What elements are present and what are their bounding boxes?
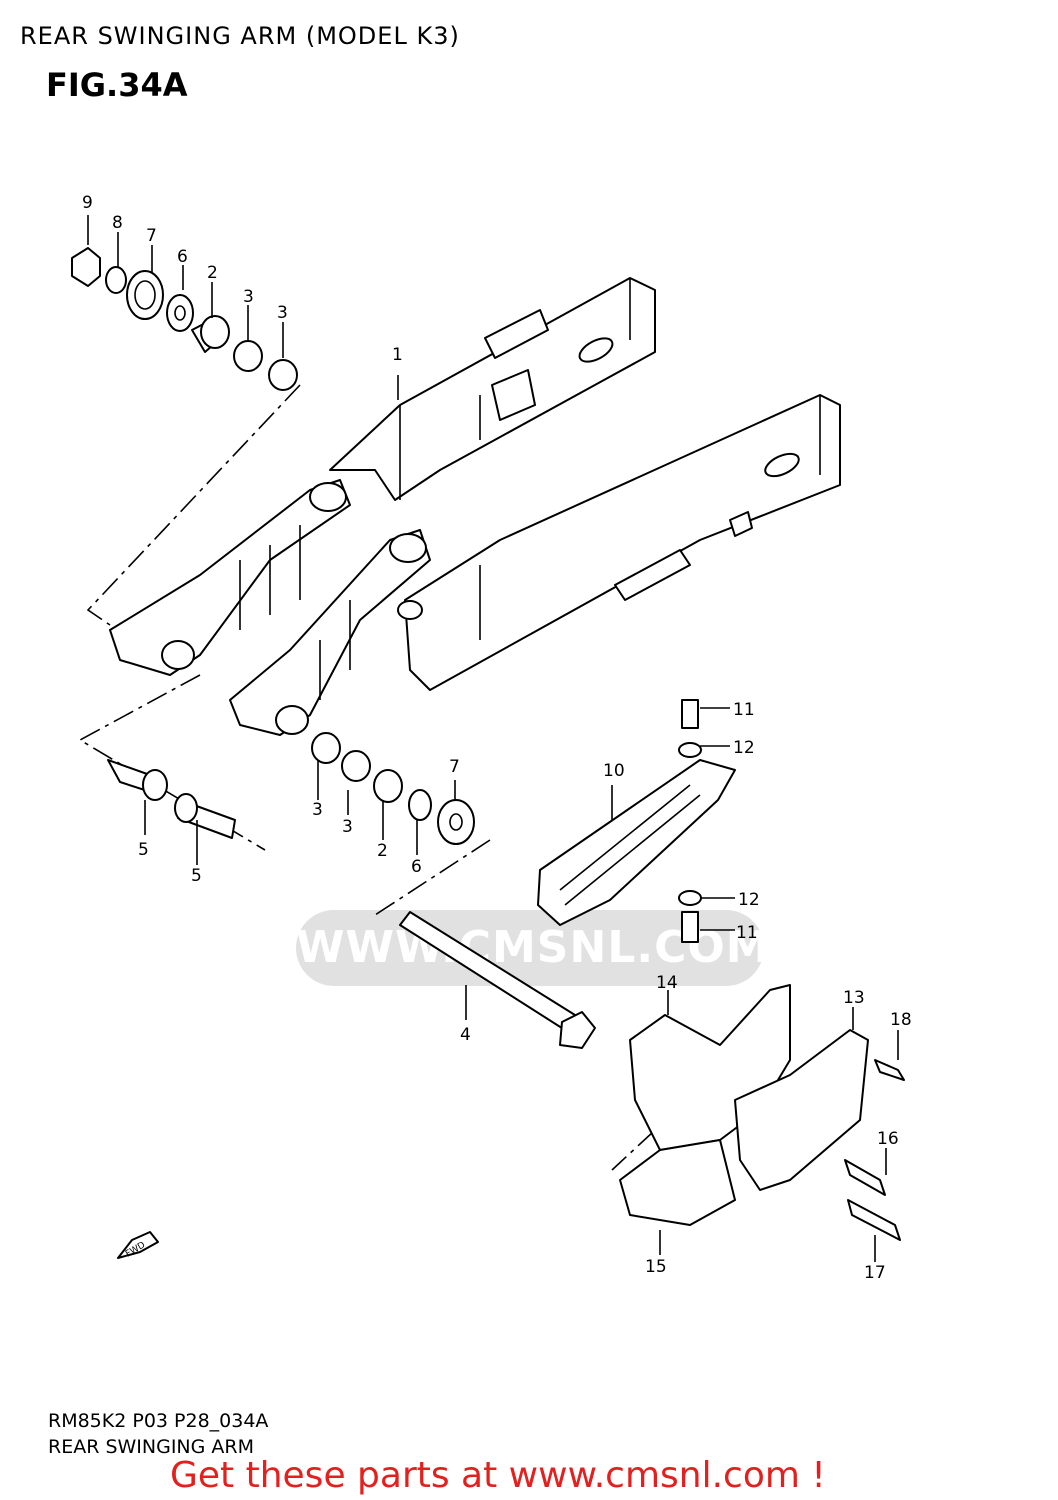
callout-12: 12 [738, 890, 760, 910]
callout-18: 18 [890, 1010, 912, 1030]
callout-3: 3 [277, 303, 288, 323]
callout-13: 13 [843, 988, 865, 1008]
callout-4: 4 [460, 1025, 471, 1045]
callout-12: 12 [733, 738, 755, 758]
chain-guide-assembly[interactable] [619, 984, 905, 1241]
callout-16: 16 [877, 1129, 899, 1149]
callout-10: 10 [603, 761, 625, 781]
callout-15: 15 [645, 1257, 667, 1277]
callout-5: 5 [138, 840, 149, 860]
callout-5: 5 [191, 866, 202, 886]
chain-buffer-part-10[interactable] [537, 699, 736, 943]
fwd-label: FWD [124, 1240, 147, 1259]
forward-direction-icon [117, 1231, 159, 1259]
callout-2: 2 [207, 263, 218, 283]
callout-17: 17 [864, 1263, 886, 1283]
callout-1: 1 [392, 345, 403, 365]
callout-9: 9 [82, 193, 93, 213]
page-title: REAR SWINGING ARM (MODEL K3) [20, 22, 460, 50]
callout-2: 2 [377, 841, 388, 861]
pivot-hardware-upper[interactable] [71, 247, 298, 391]
pivot-bolt-part-4[interactable] [399, 911, 596, 1049]
callout-14: 14 [656, 973, 678, 993]
callout-6: 6 [411, 857, 422, 877]
promo-link[interactable]: Get these parts at www.cmsnl.com ! [170, 1455, 826, 1496]
callout-3: 3 [243, 287, 254, 307]
figure-label: FIG.34A [46, 66, 188, 104]
diagram-name: REAR SWINGING ARM [48, 1436, 255, 1458]
diagram-code: RM85K2 P03 P28_034A [48, 1410, 269, 1432]
callout-11: 11 [736, 923, 758, 943]
callout-3: 3 [342, 817, 353, 837]
callout-8: 8 [112, 213, 123, 233]
callout-7: 7 [146, 226, 157, 246]
callout-11: 11 [733, 700, 755, 720]
callout-3: 3 [312, 800, 323, 820]
callout-6: 6 [177, 247, 188, 267]
swing-arm-part-1[interactable] [109, 277, 841, 736]
callout-7: 7 [449, 757, 460, 777]
pivot-hardware-lower[interactable] [107, 732, 475, 845]
